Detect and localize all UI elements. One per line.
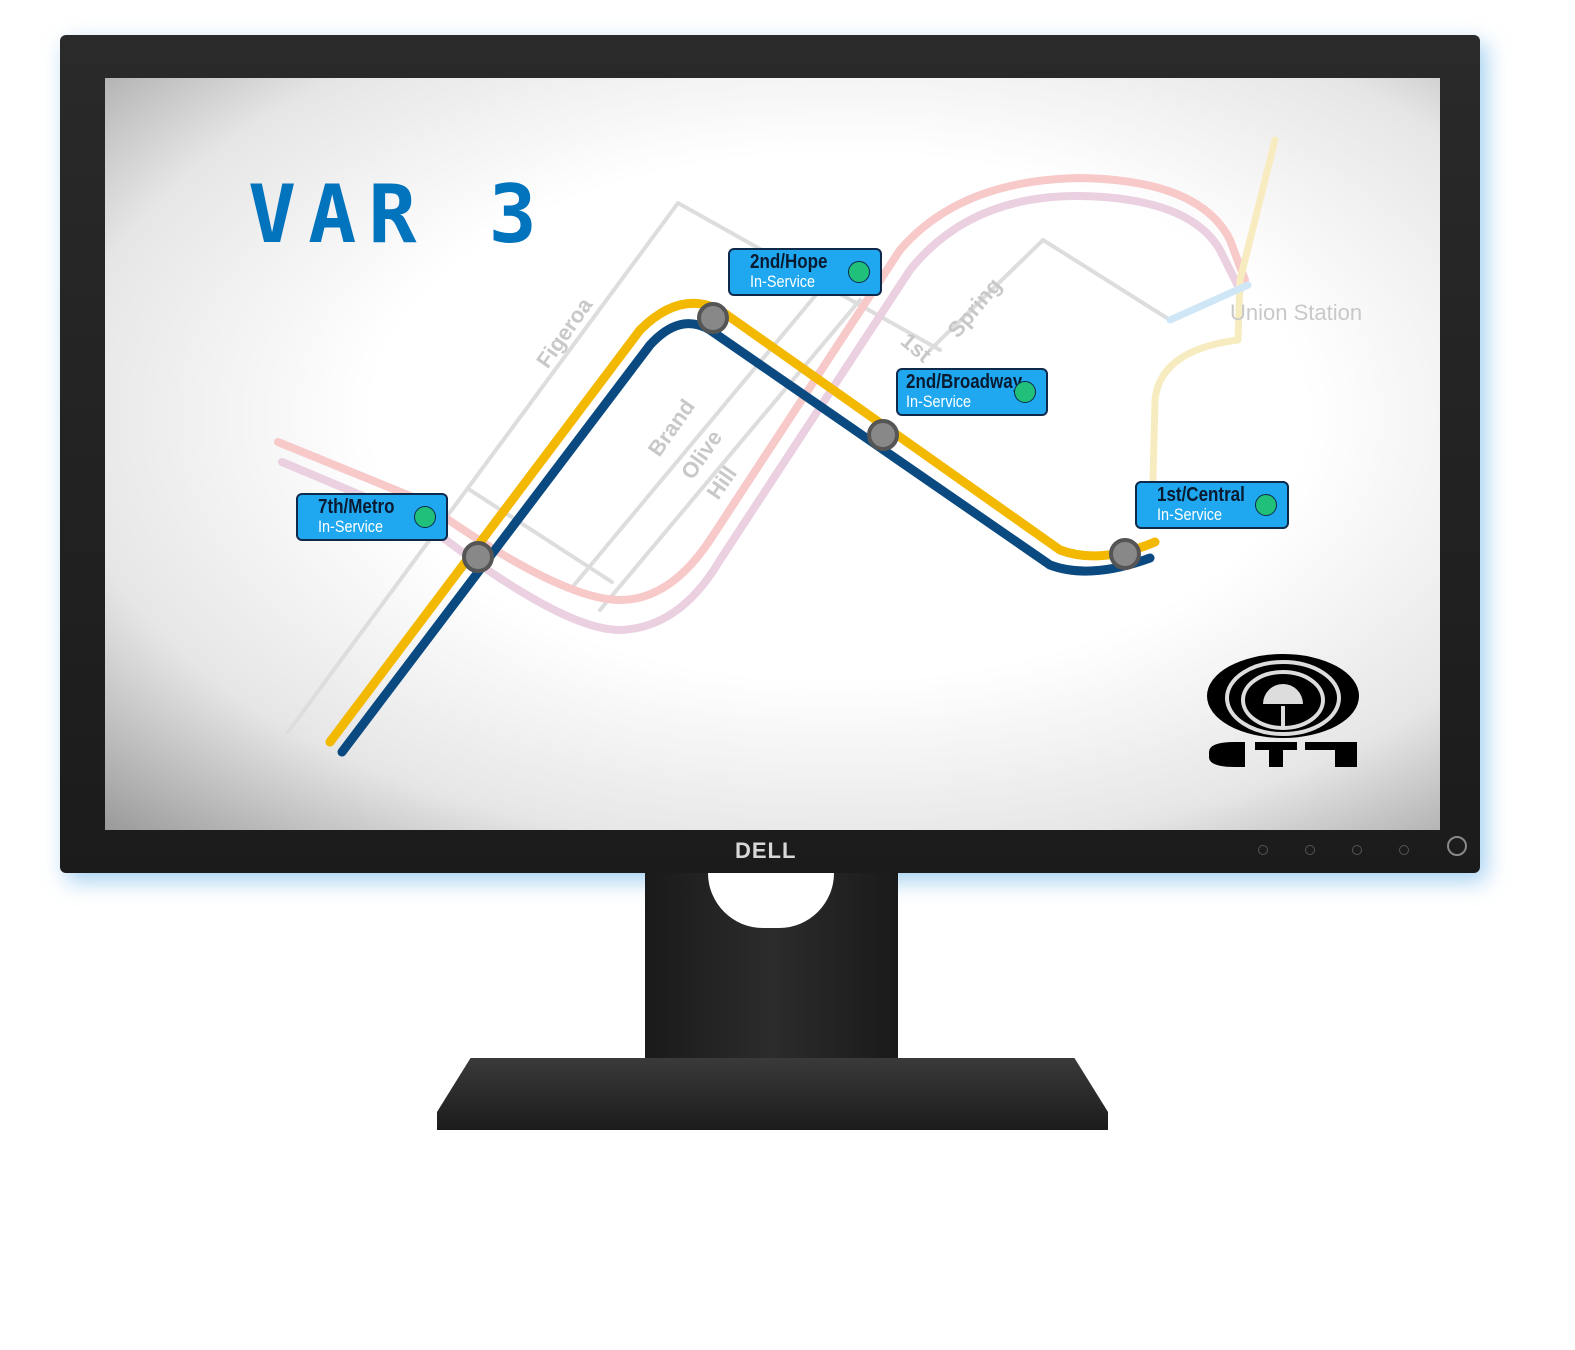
power-button-icon[interactable] (1447, 836, 1467, 856)
station-node (1109, 538, 1141, 570)
lightblue-line-faded (1166, 281, 1252, 324)
status-indicator-icon (848, 261, 870, 283)
station-node (867, 419, 899, 451)
station-node (697, 302, 729, 334)
monitor-brand-logo: DELL (735, 838, 797, 863)
union-station-label: Union Station (1230, 300, 1363, 325)
blue-line (337, 319, 1155, 757)
monitor-button[interactable] (1352, 845, 1362, 855)
monitor-button[interactable] (1399, 845, 1409, 855)
status-indicator-icon (1014, 381, 1036, 403)
purple-line-faded (278, 191, 1244, 634)
monitor-button[interactable] (1258, 845, 1268, 855)
cti-logo (1207, 654, 1359, 767)
status-indicator-icon (1255, 494, 1277, 516)
gold-line-faded (1149, 136, 1279, 484)
status-indicator-icon (414, 506, 436, 528)
screen-title: VAR 3 (248, 168, 549, 261)
station-node (462, 541, 494, 573)
red-line-faded (274, 174, 1249, 604)
street-grid (286, 201, 1172, 734)
monitor-stand-base (437, 1058, 1108, 1130)
monitor-button[interactable] (1305, 845, 1315, 855)
